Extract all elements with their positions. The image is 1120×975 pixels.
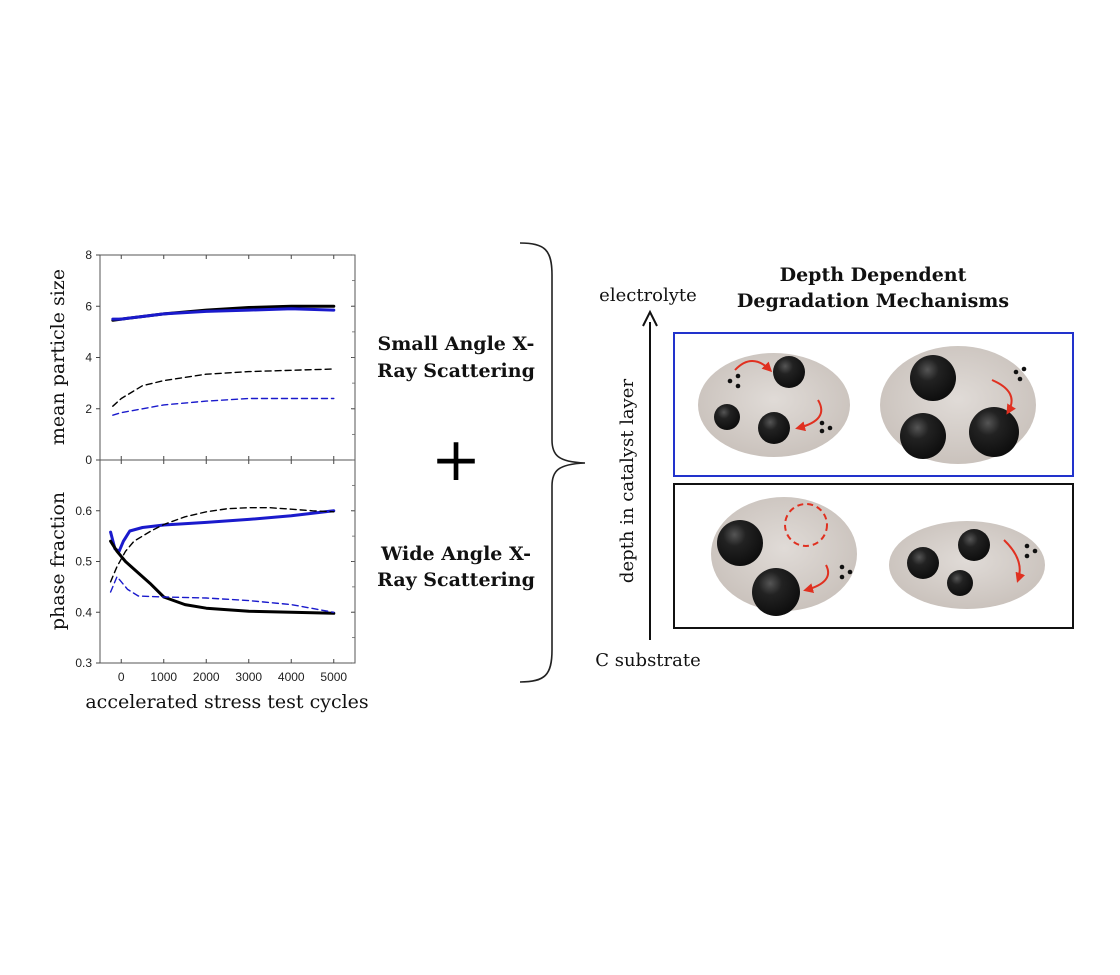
pt-particle	[907, 547, 939, 579]
near-substrate-box	[673, 483, 1074, 629]
dissolved-species	[727, 378, 733, 384]
saxs-label-line2: Ray Scattering	[377, 360, 535, 382]
pt-particle	[773, 356, 805, 388]
dissolved-species	[839, 564, 845, 570]
dissolved-species	[735, 383, 741, 389]
y-axis-title-bottom: phase fraction	[47, 492, 69, 630]
waxs-label-line1: Wide Angle X-	[380, 543, 531, 565]
y-tick-label: 0	[85, 453, 92, 467]
y-tick-label: 0.5	[75, 555, 92, 569]
series-line-4	[112, 397, 335, 416]
x-tick-label: 4000	[278, 670, 305, 684]
pt-particle	[717, 520, 763, 566]
diagram-title-line1: Depth Dependent	[780, 264, 967, 286]
dissolved-species	[819, 420, 825, 426]
pt-particle	[752, 568, 800, 616]
pt-particle	[910, 355, 956, 401]
plot-frame-bottom	[99, 459, 356, 664]
x-axis-title: accelerated stress test cycles	[85, 691, 368, 713]
support-top-right	[880, 346, 1036, 464]
x-tick-label: 0	[118, 670, 125, 684]
depth-axis-label: depth in catalyst layer	[617, 379, 638, 584]
support-top-left	[698, 353, 850, 457]
series-line-3	[112, 368, 335, 407]
curly-brace	[519, 242, 586, 683]
dissolved-particle-outline	[784, 503, 828, 547]
y-tick-label: 8	[85, 248, 92, 262]
y-tick-label: 6	[85, 299, 92, 313]
series-line-3	[109, 507, 335, 583]
dissolved-species	[819, 428, 825, 434]
pt-particle	[958, 529, 990, 561]
x-tick-label: 2000	[193, 670, 220, 684]
pt-particle	[969, 407, 1019, 457]
dissolved-species	[1013, 369, 1019, 375]
red-arrow	[795, 399, 823, 432]
chart-mean-particle-size: 0 2 4 6 8 mean particle size	[47, 248, 356, 467]
pt-particle	[714, 404, 740, 430]
pt-particle	[947, 570, 973, 596]
x-tick-label: 5000	[320, 670, 347, 684]
plot-frame-top	[99, 254, 356, 461]
support-bottom-right	[889, 521, 1045, 609]
y-tick-label: 0.6	[75, 504, 92, 518]
y-tick-label: 0.3	[75, 656, 92, 670]
red-arrow	[991, 379, 1016, 415]
carbon-support	[698, 353, 850, 457]
dissolved-species	[1017, 376, 1023, 382]
series-line-1	[109, 509, 336, 553]
dissolved-species	[1032, 548, 1038, 554]
x-tick-label: 3000	[235, 670, 262, 684]
plus-sign: +	[431, 425, 481, 495]
series-line-2	[111, 307, 336, 321]
saxs-label-line1: Small Angle X-	[378, 333, 535, 355]
red-arrow	[803, 564, 830, 593]
chart-phase-fraction: 0.3 0.4 0.5 0.6 0 1000 2000 3000 4000 5000 phase …	[47, 459, 369, 713]
red-arrow	[1003, 539, 1026, 583]
support-bottom-left	[711, 497, 857, 616]
x-tick-label: 1000	[150, 670, 177, 684]
red-arrow	[734, 360, 773, 373]
pt-particle	[900, 413, 946, 459]
dissolved-species	[847, 569, 853, 575]
dissolved-species	[1021, 366, 1027, 372]
y-tick-label: 0.4	[75, 605, 92, 619]
series-line-4	[109, 576, 335, 613]
pt-particle	[758, 412, 790, 444]
y-tick-label: 4	[85, 351, 92, 365]
dissolved-species	[827, 425, 833, 431]
y-axis-title-top: mean particle size	[47, 269, 69, 445]
y-tick-label: 2	[85, 402, 92, 416]
depth-arrow-head	[642, 309, 658, 327]
dissolved-species	[839, 574, 845, 580]
near-electrolyte-box	[673, 332, 1074, 477]
c-substrate-label: C substrate	[595, 650, 701, 671]
waxs-label-line2: Ray Scattering	[377, 569, 535, 591]
series-line-2	[109, 539, 336, 615]
dissolved-species	[735, 373, 741, 379]
dissolved-species	[1024, 543, 1030, 549]
electrolyte-label: electrolyte	[599, 285, 697, 306]
diagram-title-line2: Degradation Mechanisms	[737, 290, 1009, 312]
dissolved-species	[1024, 553, 1030, 559]
